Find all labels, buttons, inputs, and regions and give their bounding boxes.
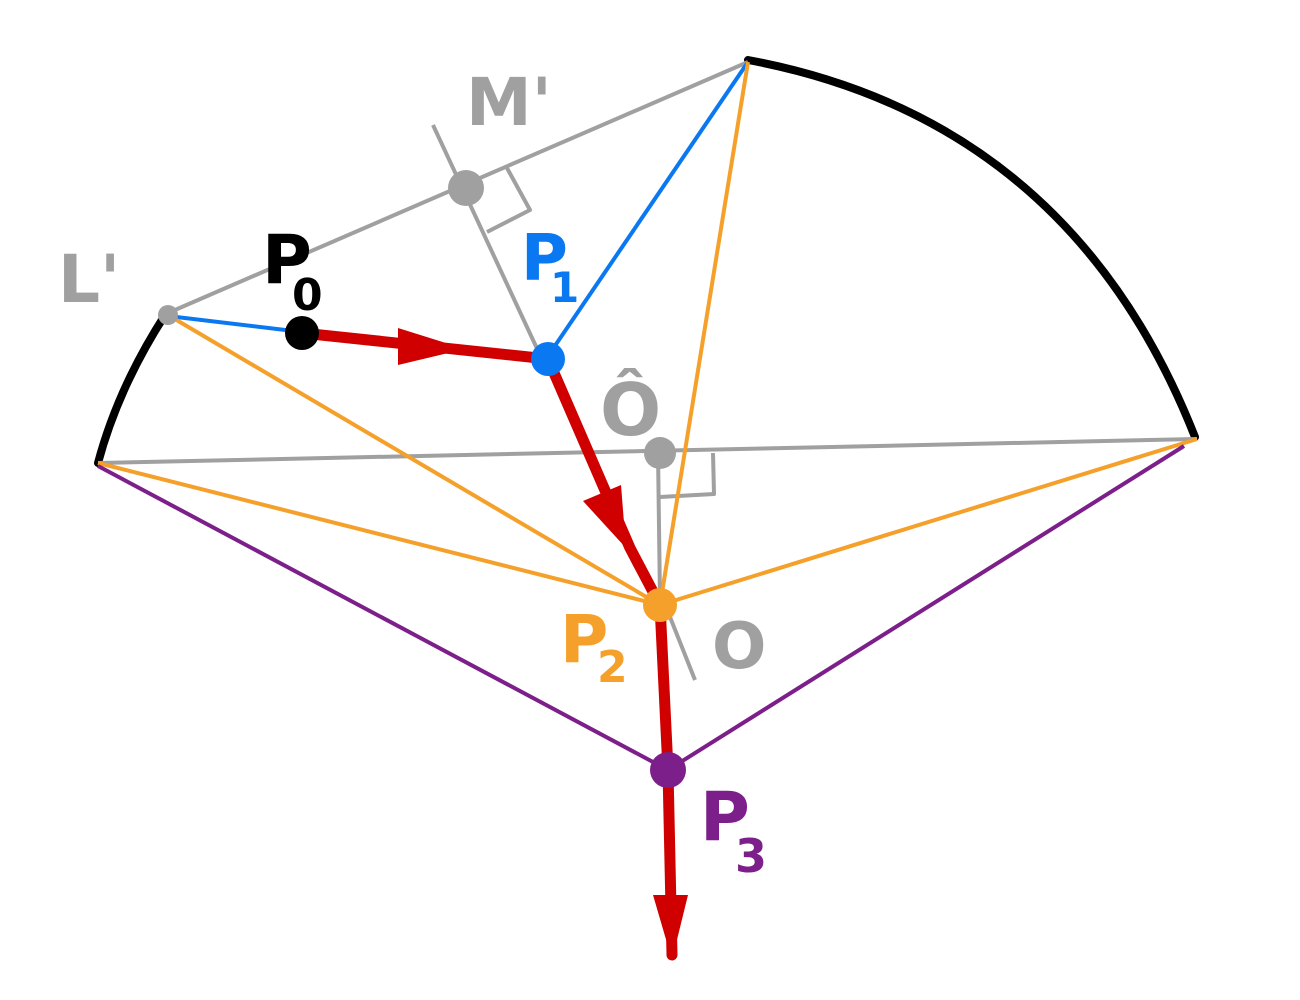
label-P3: P 3: [700, 778, 767, 883]
point-L-prime: [158, 305, 178, 325]
right-angle-mark-top: [486, 167, 532, 234]
label-P0-main: P: [262, 221, 312, 300]
label-P2: P 2: [560, 601, 628, 693]
orange-line-2: [97, 461, 661, 607]
label-P0: P 0: [262, 221, 323, 321]
purple-line-left: [97, 464, 669, 772]
label-M-prime: M': [466, 64, 552, 141]
label-P2-sub: 2: [597, 642, 628, 693]
point-M-prime: [448, 170, 484, 206]
gray-vertical: [656, 451, 662, 601]
point-P2: [643, 588, 677, 622]
point-P0: [285, 316, 319, 350]
red-path: [296, 327, 678, 961]
label-P0-sub: 0: [292, 270, 323, 321]
label-O: O: [712, 610, 766, 684]
red-arrowhead-2: [583, 485, 626, 548]
label-P1: P 1: [521, 222, 579, 312]
gray-bisector: [431, 124, 542, 356]
label-O-hat: Ô: [600, 368, 661, 452]
gray-tick-O: [666, 611, 697, 681]
label-P3-sub: 3: [735, 829, 767, 883]
red-arrowhead-3: [653, 895, 688, 960]
point-P3: [650, 752, 686, 788]
blue-line-left: [167, 314, 303, 334]
blue-line-top: [546, 60, 750, 358]
arc-right: [744, 56, 1199, 441]
red-arrowhead-1: [398, 328, 465, 365]
label-P2-main: P: [560, 601, 608, 678]
label-P1-main: P: [521, 222, 568, 296]
purple-line-right: [666, 444, 1186, 772]
label-L-prime: L': [58, 241, 120, 318]
point-P1: [531, 342, 565, 376]
orange-line-1: [166, 313, 662, 607]
point-O-hat: [644, 437, 676, 469]
label-P1-sub: 1: [550, 263, 579, 312]
label-P3-main: P: [700, 778, 750, 857]
arc-left: [94, 311, 169, 467]
orange-line-4: [659, 437, 1198, 607]
orange-line-3: [658, 61, 750, 606]
